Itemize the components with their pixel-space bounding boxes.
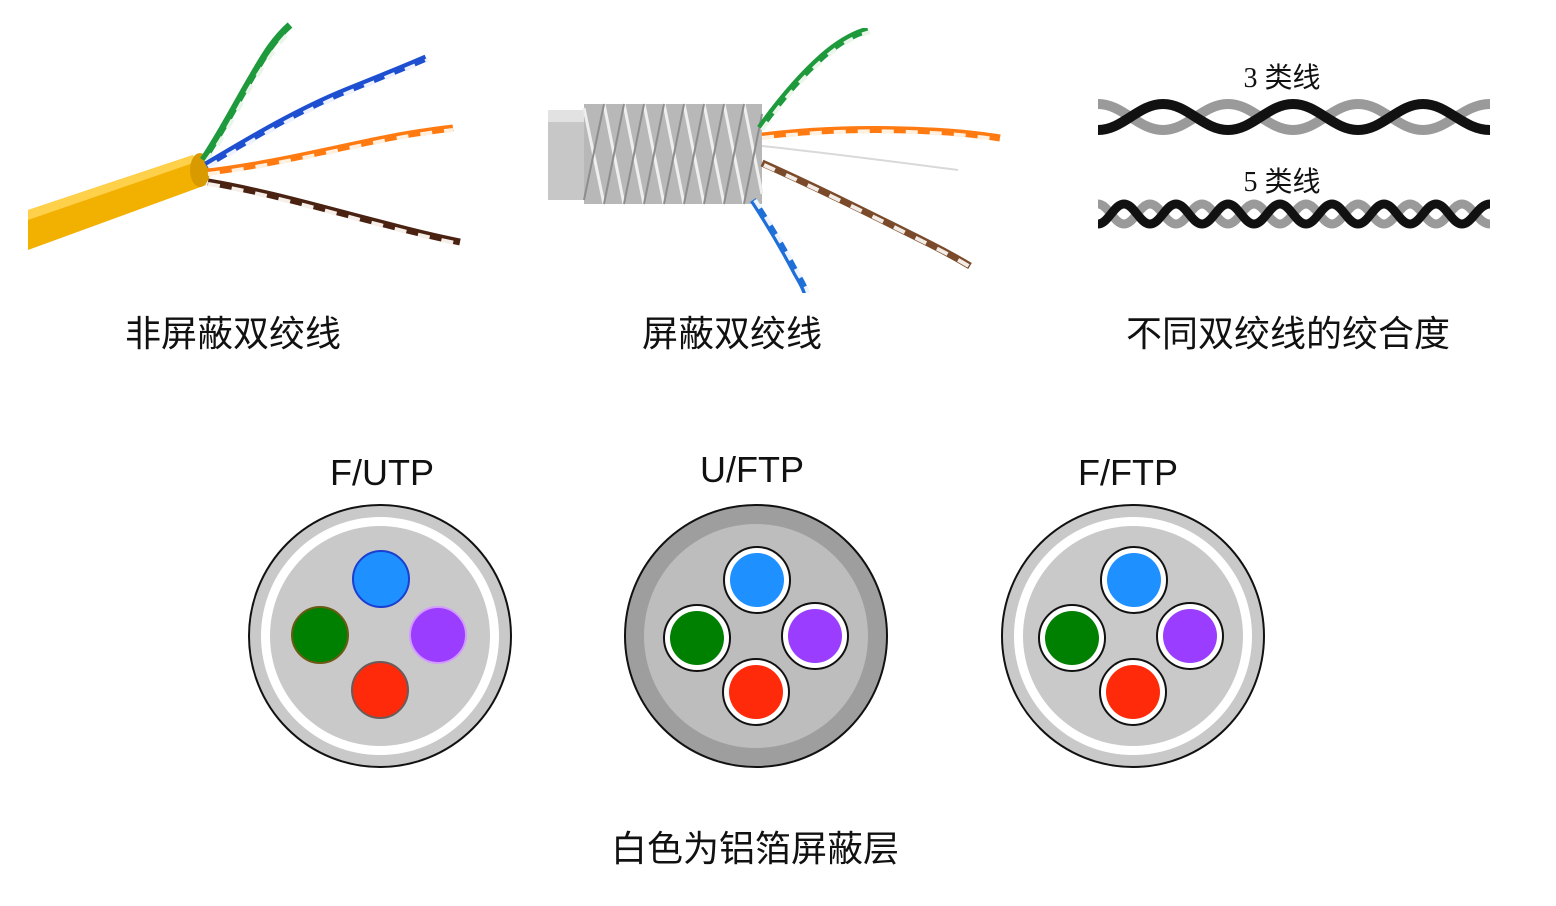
shielded-caption: 屏蔽双绞线	[641, 314, 823, 355]
uftp-cross-section	[624, 504, 888, 768]
fftp-label: F/FTP	[1078, 452, 1178, 493]
cat3-label: 3 类线	[1243, 63, 1321, 94]
twist-rate-illustration	[1098, 98, 1490, 229]
stp-cable-photo	[548, 28, 1006, 293]
cat5-label: 5 类线	[1243, 167, 1321, 198]
twist-caption: 不同双绞线的绞合度	[1125, 314, 1451, 355]
futp-cross-section	[248, 504, 512, 768]
utp-cable-photo	[28, 20, 483, 285]
uftp-label: U/FTP	[700, 449, 804, 490]
legend-caption: 白色为铝箔屏蔽层	[610, 829, 900, 870]
unshielded-caption: 非屏蔽双绞线	[124, 314, 342, 355]
fftp-cross-section	[1001, 504, 1265, 768]
futp-label: F/UTP	[330, 452, 434, 493]
